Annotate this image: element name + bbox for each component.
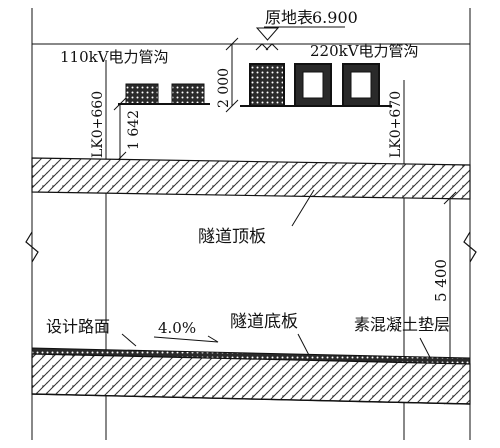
design-road-label: 设计路面 (46, 317, 110, 336)
left-trench-label: 110kV电力管沟 (60, 48, 169, 66)
right-pipe-box-3-opening (350, 71, 372, 99)
tunnel-top-slab (31, 157, 471, 200)
bottom-slab-label: 隧道底板 (230, 312, 298, 332)
left-pipe-box-2 (171, 83, 205, 105)
right-pipe-box-1 (249, 63, 285, 107)
cushion-layer-line (31, 393, 471, 405)
slope-label: 4.0% (158, 319, 196, 337)
top-slab-leader (291, 189, 315, 227)
left-pipe-box-1 (125, 83, 159, 105)
cushion-label: 素混凝土垫层 (354, 315, 450, 334)
cover-dim: 1 642 (126, 110, 142, 150)
left-break-symbol (25, 231, 39, 263)
dim-tick-bottom (225, 99, 239, 113)
cover-tick-top (113, 97, 127, 111)
tunnel-tick-top (443, 191, 457, 205)
design-road-leader (121, 333, 137, 347)
right-trench-label: 220kV电力管沟 (310, 42, 419, 60)
right-pipe-box-2-opening (302, 71, 324, 99)
ground-elevation-marker (255, 27, 280, 41)
station-right-label: LK0+670 (388, 91, 404, 158)
ground-label: 原地表 (265, 8, 313, 27)
tunnel-height-dim: 5 400 (432, 259, 450, 302)
trench-height-dim: 2 000 (216, 68, 232, 108)
dim-tick-top (225, 37, 239, 51)
station-left-label: LK0+660 (90, 91, 106, 158)
top-slab-label: 隧道顶板 (198, 227, 266, 247)
right-break-symbol (463, 231, 477, 263)
slope-arrow (153, 335, 219, 343)
ground-elevation: 6.900 (312, 8, 358, 27)
ground-hatch-symbol (255, 43, 279, 51)
